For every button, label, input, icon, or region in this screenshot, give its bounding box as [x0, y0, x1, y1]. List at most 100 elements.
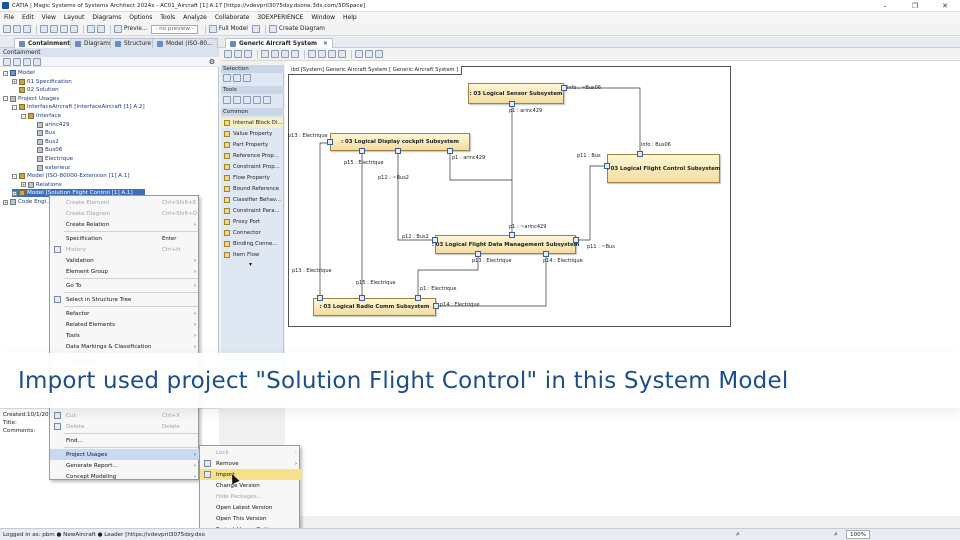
menu-item-change-version[interactable]: Change Version: [200, 480, 301, 491]
pointer-icon[interactable]: [223, 74, 231, 82]
menu-tools[interactable]: Tools: [160, 14, 176, 21]
tree-item[interactable]: -InterfaceAircraft [InterfaceAircraft [1…: [12, 103, 145, 111]
menu-item-tools[interactable]: Tools›: [50, 330, 200, 341]
undo-icon[interactable]: [87, 25, 95, 33]
port-dm-p13[interactable]: [475, 251, 481, 257]
block-logical-sensor-subsystem[interactable]: : 03 Logical Sensor Subsystem: [468, 83, 564, 104]
menu-help[interactable]: Help: [342, 14, 357, 21]
zoom-in-icon[interactable]: [328, 50, 336, 58]
tree-item[interactable]: Bus: [30, 129, 55, 137]
close-button[interactable]: ✕: [942, 1, 948, 10]
menu-item-go-to[interactable]: Go To›: [50, 280, 200, 291]
palette-more-icon[interactable]: ▾: [249, 261, 253, 268]
zoom-icon[interactable]: ⌕: [834, 530, 838, 538]
open-project-icon[interactable]: [13, 25, 21, 33]
block-logical-flight-control-subsystem[interactable]: : 03 Logical Flight Control Subsystem: [607, 154, 720, 183]
palette-item-binding-conne[interactable]: Binding Conne...: [222, 239, 283, 249]
tree-item[interactable]: exterieur: [30, 164, 70, 172]
palette-item-constraint-para[interactable]: Constraint Para...: [222, 206, 283, 216]
block-logical-flight-data-management-subsystem[interactable]: : 03 Logical Flight Data Management Subs…: [432, 235, 579, 254]
menu-analyze[interactable]: Analyze: [183, 14, 207, 21]
create-diagram-button[interactable]: Create Diagram: [278, 26, 325, 32]
image-icon[interactable]: [253, 96, 261, 104]
menu-item-open-latest-version[interactable]: Open Latest Version: [200, 502, 301, 513]
palette-item-flow-property[interactable]: Flow Property: [222, 173, 283, 183]
favorite-icon[interactable]: [23, 57, 31, 66]
expand-toggle-icon[interactable]: +: [21, 182, 26, 188]
preview-select[interactable]: - no preview -: [151, 24, 198, 34]
align-center-icon[interactable]: [271, 50, 279, 58]
menu-item-remove[interactable]: Remove›: [200, 458, 301, 469]
menu-edit[interactable]: Edit: [22, 14, 34, 21]
menu-diagrams[interactable]: Diagrams: [92, 14, 122, 21]
search-icon[interactable]: [33, 57, 41, 66]
distribute-icon[interactable]: [291, 50, 299, 58]
menu-item-element-group[interactable]: Element Group›: [50, 266, 200, 277]
tree-item[interactable]: Electrique: [30, 155, 73, 163]
port-dm-p12[interactable]: [432, 237, 438, 243]
port-radio-p13[interactable]: [317, 295, 323, 301]
gear-icon[interactable]: ⚙: [208, 57, 215, 66]
up-icon[interactable]: [244, 50, 252, 58]
minimize-button[interactable]: –: [883, 1, 887, 10]
forward-icon[interactable]: [234, 50, 242, 58]
menu-options[interactable]: Options: [129, 14, 153, 21]
palette-item-proxy-port[interactable]: Proxy Port: [222, 217, 283, 227]
palette-item-item-flow[interactable]: Item Flow: [222, 250, 283, 260]
tool-dropdown-icon[interactable]: [251, 25, 260, 33]
print-icon[interactable]: [40, 25, 48, 33]
port-radio-p14[interactable]: [433, 303, 439, 309]
palette-item-value-property[interactable]: Value Property: [222, 129, 283, 139]
zoom-fit-icon[interactable]: [318, 50, 326, 58]
menu-view[interactable]: View: [41, 14, 56, 21]
menu-item-create-relation[interactable]: Create Relation›: [50, 219, 200, 230]
palette-item-reference-prop[interactable]: Reference Prop...: [222, 151, 283, 161]
collapse-toggle-icon[interactable]: -: [21, 113, 26, 119]
palette-item-internal-block-di[interactable]: Internal Block Di...: [222, 118, 283, 128]
expand-toggle-icon[interactable]: +: [12, 79, 17, 85]
options-icon[interactable]: [365, 50, 373, 58]
port-radio-p1[interactable]: [415, 295, 421, 301]
marquee-icon[interactable]: [233, 74, 241, 82]
collapse-toggle-icon[interactable]: -: [3, 96, 8, 102]
preview-label[interactable]: Previe...: [124, 26, 148, 32]
text-icon[interactable]: [243, 96, 251, 104]
menu-item-data-markings-classification[interactable]: Data Markings & Classification›: [50, 341, 200, 352]
port-sensor-info[interactable]: [561, 85, 567, 91]
menu-item-refactor[interactable]: Refactor›: [50, 308, 200, 319]
separator-icon[interactable]: [263, 96, 271, 104]
port-display-p15[interactable]: [359, 148, 365, 154]
new-project-icon[interactable]: [3, 25, 11, 33]
port-display-p1[interactable]: [447, 148, 453, 154]
menu-item-select-in-structure-tree[interactable]: Select in Structure Tree: [50, 294, 200, 305]
port-dm-p11[interactable]: [573, 237, 579, 243]
layout-icon[interactable]: [308, 50, 316, 58]
port-display-p12[interactable]: [395, 148, 401, 154]
menu-3dexperience[interactable]: 3DEXPERIENCE: [257, 14, 304, 21]
menu-item-find[interactable]: Find...: [50, 435, 200, 446]
port-dm-p14[interactable]: [543, 251, 549, 257]
expand-icon[interactable]: [13, 57, 21, 66]
back-icon[interactable]: [224, 50, 232, 58]
tree-item[interactable]: 02 Solution: [12, 86, 59, 94]
menu-item-related-elements[interactable]: Related Elements›: [50, 319, 200, 330]
tree-item[interactable]: Bus2: [30, 138, 59, 146]
expand-toggle-icon[interactable]: +: [3, 199, 8, 205]
tree-item[interactable]: -Interface: [21, 112, 61, 120]
note-icon[interactable]: [223, 96, 231, 104]
redo-icon[interactable]: [97, 25, 105, 33]
save-icon[interactable]: [23, 25, 31, 33]
tab-model[interactable]: Model (ISO-80...: [152, 38, 218, 48]
menu-item-generate-report[interactable]: Generate Report...›: [50, 460, 200, 471]
collapse-icon[interactable]: [3, 57, 11, 66]
port-fc-info[interactable]: [637, 151, 643, 157]
port-dm-p1[interactable]: [509, 232, 515, 238]
lasso-icon[interactable]: [243, 74, 251, 82]
tree-item[interactable]: +Relations: [21, 181, 62, 189]
port-radio-p15[interactable]: [359, 295, 365, 301]
collapse-toggle-icon[interactable]: -: [3, 70, 8, 76]
create-diagram-icon[interactable]: [268, 25, 277, 33]
port-display-p13[interactable]: [327, 139, 333, 145]
tree-item[interactable]: +Model [Solution Flight Control [1] A.1]: [12, 189, 145, 198]
